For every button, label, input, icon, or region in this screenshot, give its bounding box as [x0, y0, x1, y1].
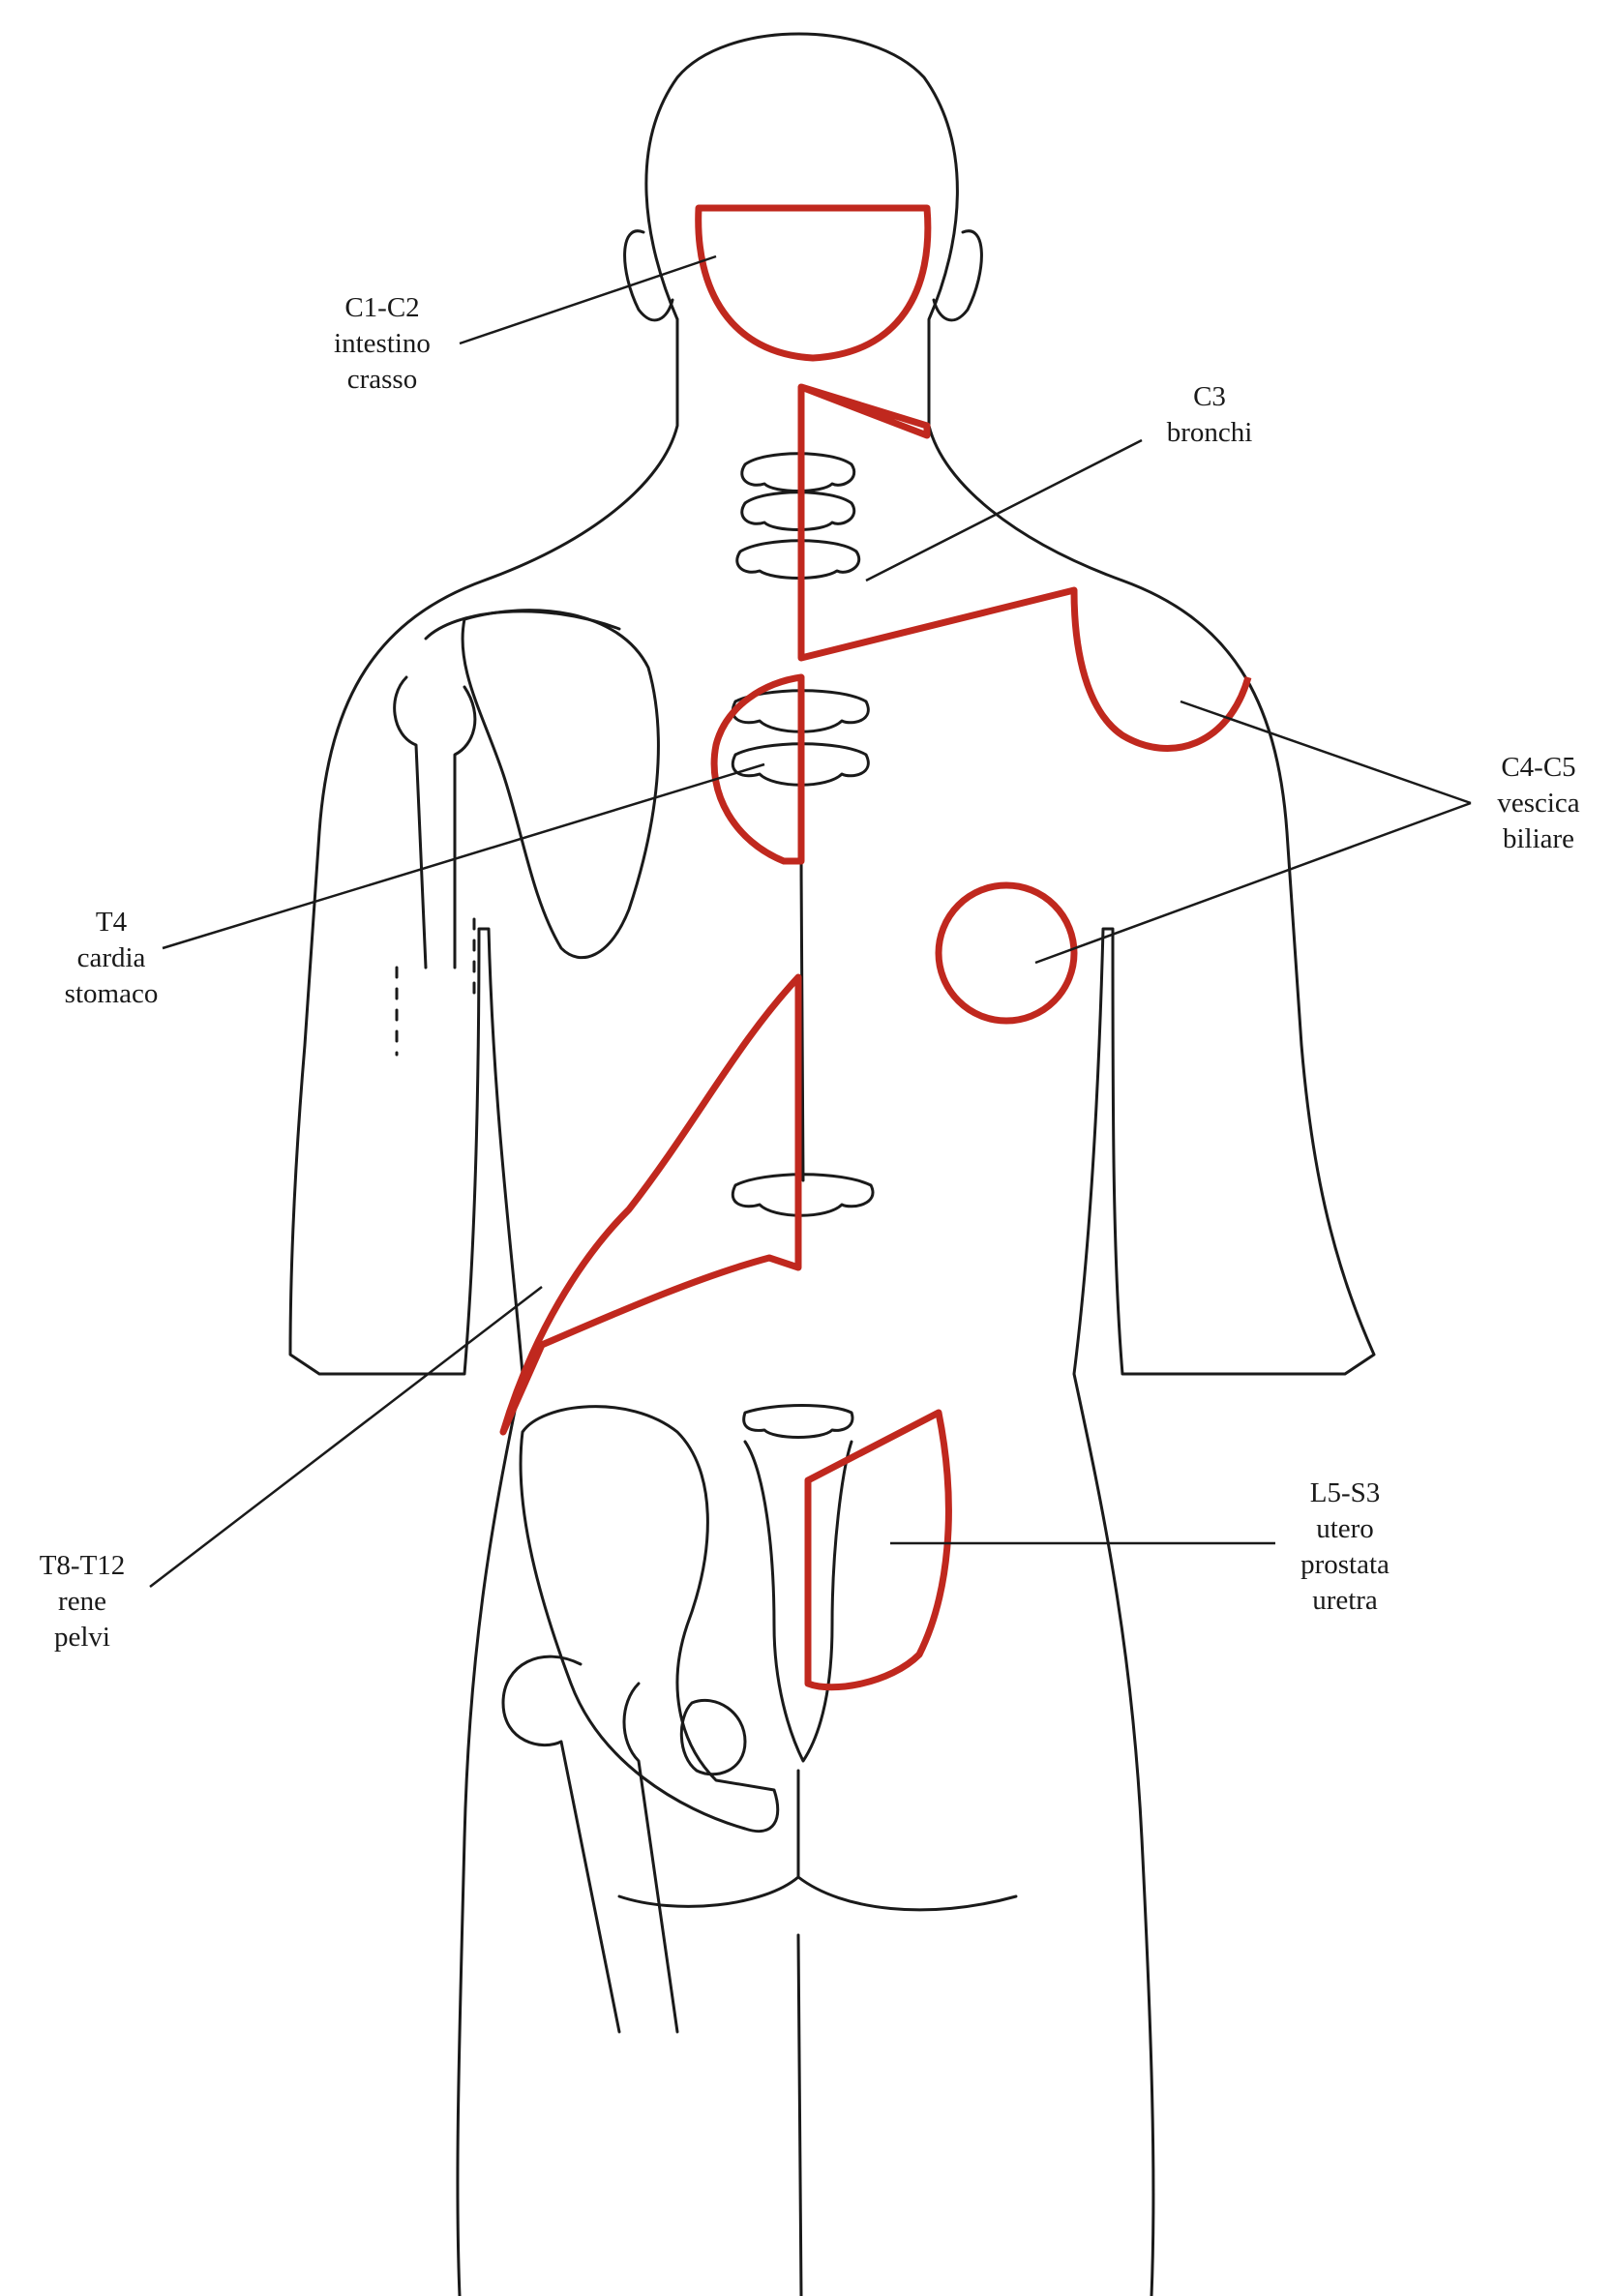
zone-c3-neck-shoulder: [797, 383, 1252, 752]
vertebra-t: [732, 689, 870, 733]
label-c3-level: C3: [1193, 381, 1226, 412]
right-ear: [932, 229, 983, 322]
zone-c1c2-face: [695, 204, 932, 362]
vertebra-t2: [732, 742, 870, 787]
vertebra-c2: [740, 491, 855, 531]
label-c3: C3 bronchi: [1137, 379, 1282, 451]
leader-c3: [865, 438, 1143, 582]
label-c1c2-level: C1-C2: [344, 292, 420, 323]
leader-c1c2: [459, 254, 717, 345]
body-outline-left: [288, 317, 679, 2296]
left-ear: [623, 229, 674, 322]
vertebra-c3: [735, 539, 860, 580]
obturator: [679, 1698, 747, 1776]
zone-c4c5-gallbladder: [935, 881, 1078, 1025]
zone-t4-half-circle: [710, 673, 805, 865]
label-l5s3-level: L5-S3: [1309, 1477, 1381, 1508]
scapula: [461, 609, 660, 959]
body-outline: [644, 32, 1376, 2296]
label-c4c5-level: C4-C5: [1501, 752, 1576, 783]
vertebra-s: [742, 1404, 854, 1439]
label-l5s3: L5-S3 utero prostata uretra: [1277, 1476, 1413, 1619]
label-c3-organ-1: bronchi: [1166, 417, 1253, 448]
label-l5s3-organ-2: prostata: [1300, 1549, 1390, 1580]
label-t8t12-organ-1: rene: [58, 1586, 106, 1617]
label-t8t12-level: T8-T12: [39, 1550, 126, 1581]
sacrum: [743, 1440, 853, 1763]
label-t4-level: T4: [95, 907, 128, 938]
femur: [501, 1655, 679, 2034]
label-t4-organ-2: stomaco: [64, 978, 159, 1009]
humerus: [393, 675, 477, 969]
back-midline: [799, 830, 805, 1182]
label-l5s3-organ-3: uretra: [1312, 1585, 1378, 1616]
label-t4: T4 cardia stomaco: [44, 905, 179, 1012]
vertebra-c: [740, 452, 855, 492]
buttock-curve: [617, 1875, 1018, 1912]
leader-t8t12: [149, 1286, 543, 1588]
ilium: [519, 1405, 780, 1834]
label-c1c2-organ-1: intestino: [334, 328, 431, 359]
label-c4c5-organ-1: vescica: [1497, 788, 1580, 819]
label-t4-organ-1: cardia: [76, 942, 146, 973]
label-t8t12-organ-2: pelvi: [54, 1622, 110, 1653]
label-l5s3-organ-1: utero: [1316, 1513, 1374, 1544]
label-c1c2: C1-C2 intestino crasso: [300, 290, 464, 398]
leader-c4c5-b: [1034, 801, 1472, 965]
leader-c4c5-a: [1180, 700, 1472, 805]
leg-split: [796, 1933, 803, 2296]
label-c4c5-organ-2: biliare: [1502, 823, 1575, 854]
clavicle: [424, 610, 621, 641]
label-c4c5: C4-C5 vescica biliare: [1476, 750, 1601, 857]
zone-l5s3-uterus: [804, 1409, 952, 1691]
arm-dash: [395, 917, 476, 1057]
vertebra-l: [732, 1173, 875, 1217]
label-t8t12: T8-T12 rene pelvi: [19, 1548, 145, 1655]
zone-t8t12-kidney: [499, 973, 802, 1436]
leader-t4: [162, 762, 765, 950]
label-c1c2-organ-2: crasso: [346, 364, 418, 395]
